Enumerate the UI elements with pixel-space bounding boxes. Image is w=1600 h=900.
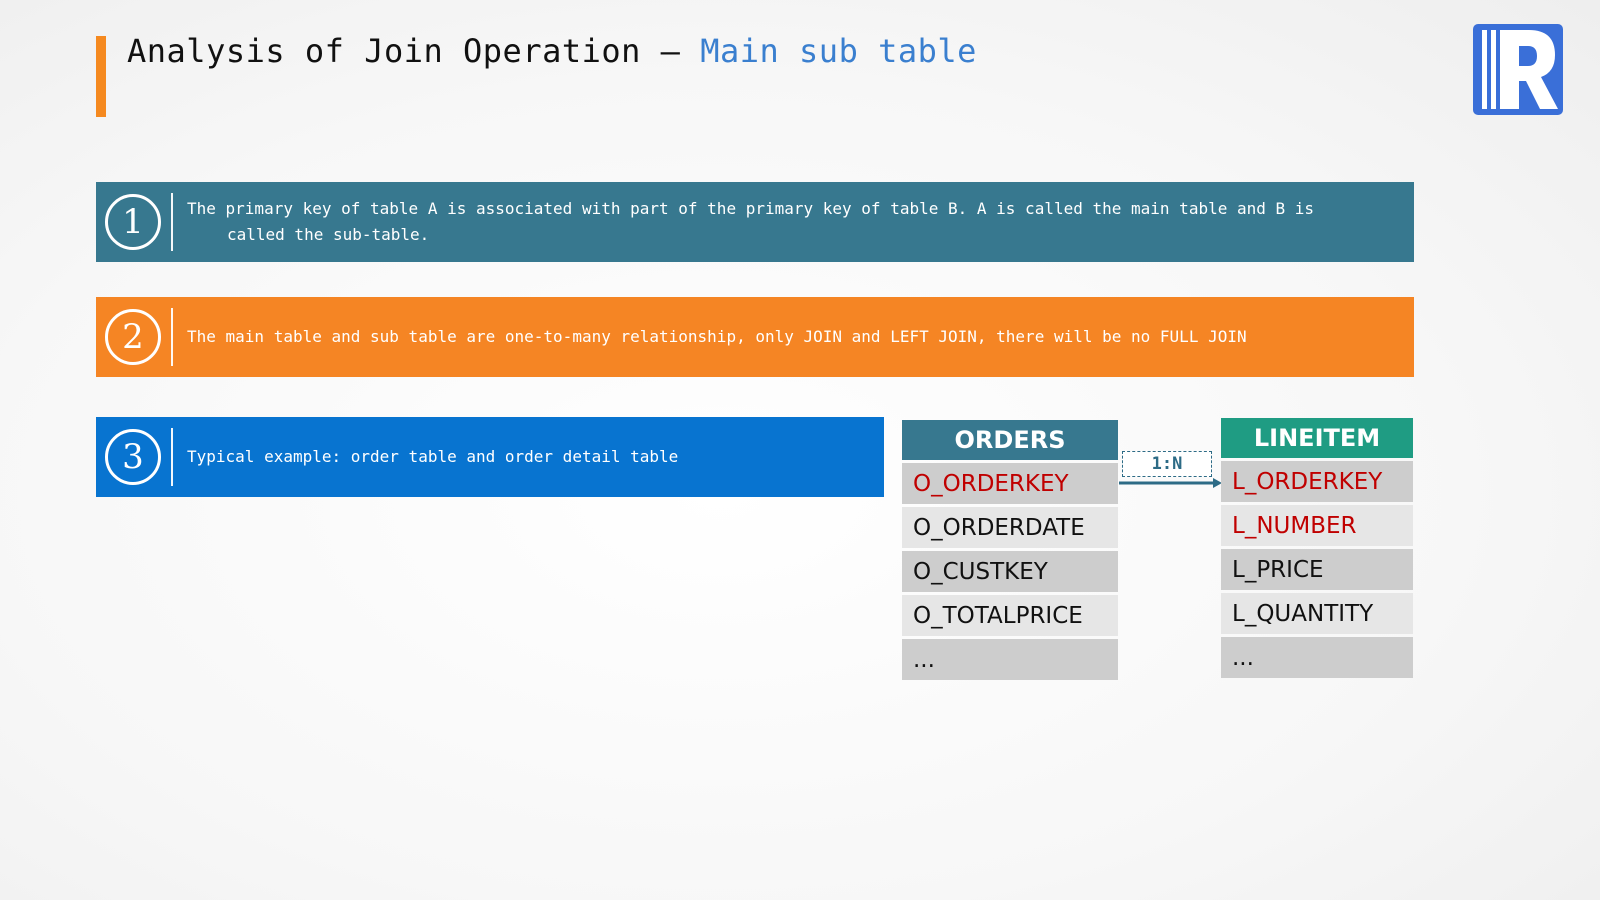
point-2-text: The main table and sub table are one-to-… (187, 327, 1247, 346)
lineitem-field-row: L_QUANTITY (1221, 593, 1413, 634)
number-circle-1: 1 (105, 194, 161, 250)
lineitem-field-row: L_NUMBER (1221, 505, 1413, 546)
orders-field-row: O_TOTALPRICE (902, 595, 1118, 636)
band-divider (171, 308, 173, 366)
point-1-text: The primary key of table A is associated… (187, 199, 1315, 244)
page-title: Analysis of Join Operation – Main sub ta… (127, 32, 977, 70)
raqsoft-r-logo-icon (1473, 24, 1563, 115)
orders-field-row: O_ORDERKEY (902, 463, 1118, 504)
orders-field-row: O_CUSTKEY (902, 551, 1118, 592)
point-3-band: 3 Typical example: order table and order… (96, 417, 884, 497)
number-circle-3: 3 (105, 429, 161, 485)
relationship-label: 1:N (1122, 451, 1212, 477)
point-2-band: 2 The main table and sub table are one-t… (96, 297, 1414, 377)
lineitem-field-row: L_PRICE (1221, 549, 1413, 590)
point-1-band: 1 The primary key of table A is associat… (96, 182, 1414, 262)
orders-field-row: O_ORDERDATE (902, 507, 1118, 548)
orders-table-header: ORDERS (902, 420, 1118, 460)
title-accent-bar (96, 36, 106, 117)
page-title-main: Analysis of Join Operation – (127, 32, 701, 70)
orders-table: ORDERS O_ORDERKEY O_ORDERDATE O_CUSTKEY … (902, 420, 1118, 683)
lineitem-table: LINEITEM L_ORDERKEY L_NUMBER L_PRICE L_Q… (1221, 418, 1413, 681)
band-divider (171, 428, 173, 486)
orders-field-row: ... (902, 639, 1118, 680)
lineitem-field-row: ... (1221, 637, 1413, 678)
band-divider (171, 193, 173, 251)
number-circle-2: 2 (105, 309, 161, 365)
lineitem-table-header: LINEITEM (1221, 418, 1413, 458)
relationship-arrow-icon (1119, 478, 1222, 488)
point-3-text: Typical example: order table and order d… (187, 447, 679, 466)
page-title-accent: Main sub table (700, 32, 977, 70)
lineitem-field-row: L_ORDERKEY (1221, 461, 1413, 502)
